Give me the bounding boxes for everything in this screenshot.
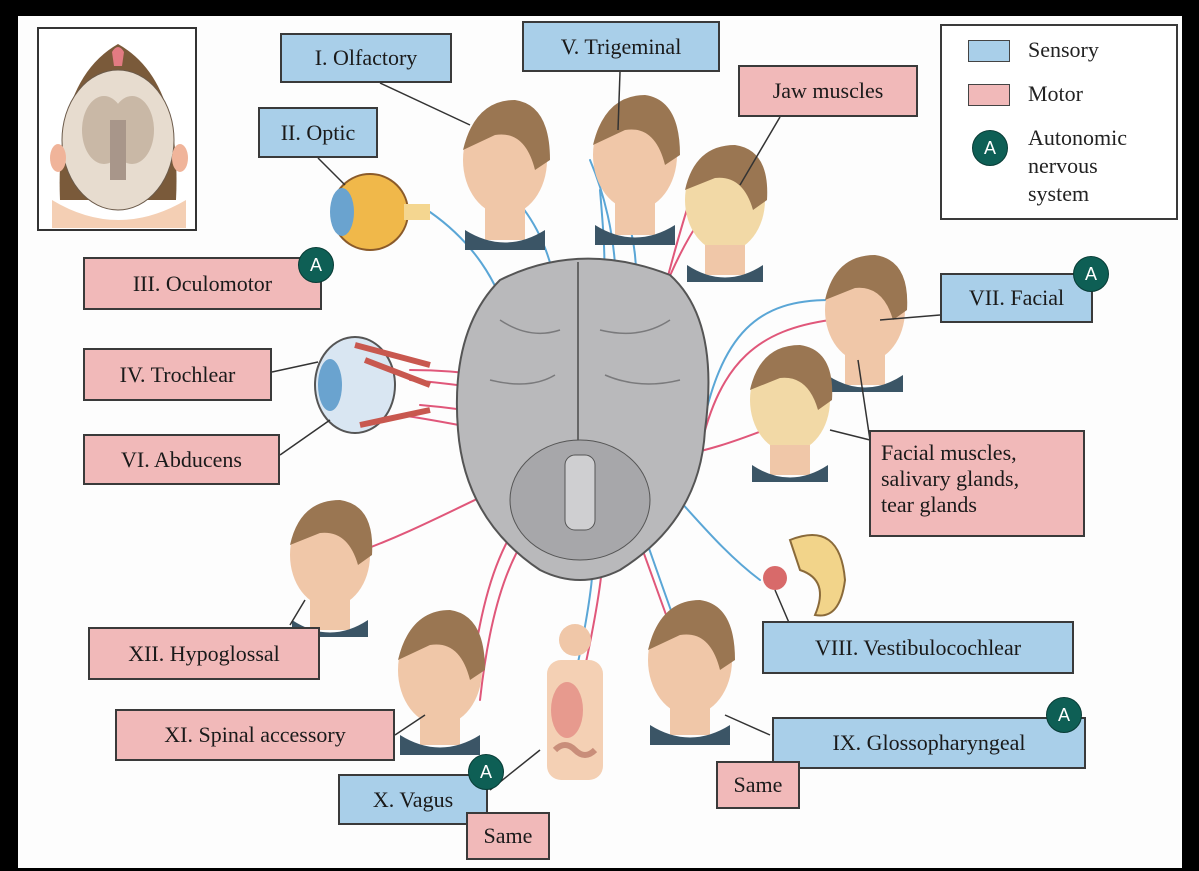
- eye-illustration-optic: [330, 174, 430, 250]
- brain-illustration: [457, 259, 709, 580]
- label-olfactory: I. Olfactory: [280, 33, 452, 83]
- label-abducens: VI. Abducens: [83, 434, 280, 485]
- label-trigeminal: V. Trigeminal: [522, 21, 720, 72]
- label-jaw-muscles: Jaw muscles: [738, 65, 918, 117]
- label-oculomotor: III. Oculomotor: [83, 257, 322, 310]
- autonomic-icon-oculomotor: A: [298, 247, 334, 283]
- legend-autonomic-label: Autonomic nervous system: [1028, 124, 1148, 208]
- label-facial: VII. Facial: [940, 273, 1093, 323]
- label-same-vagus: Same: [466, 812, 550, 860]
- ear-illustration: [763, 535, 845, 616]
- autonomic-icon-vagus: A: [468, 754, 504, 790]
- eye-illustration-muscles: [315, 337, 430, 433]
- label-optic: II. Optic: [258, 107, 378, 158]
- legend-sensory-label: Sensory: [1028, 36, 1099, 64]
- label-vestibulocochlear: VIII. Vestibulocochlear: [762, 621, 1074, 674]
- legend: Sensory Motor A Autonomic nervous system: [940, 24, 1178, 220]
- legend-motor-swatch: [968, 84, 1010, 106]
- autonomic-icon: A: [972, 130, 1008, 166]
- label-same-glossopharyngeal: Same: [716, 761, 800, 809]
- label-glossopharyngeal: IX. Glossopharyngeal: [772, 717, 1086, 769]
- autonomic-icon-glossopharyngeal: A: [1046, 697, 1082, 733]
- label-hypoglossal: XII. Hypoglossal: [88, 627, 320, 680]
- legend-motor-label: Motor: [1028, 80, 1083, 108]
- legend-sensory-swatch: [968, 40, 1010, 62]
- facial-targets-text: Facial muscles, salivary glands, tear gl…: [881, 440, 1019, 518]
- autonomic-icon-facial: A: [1073, 256, 1109, 292]
- inset-head-illustration: [38, 28, 196, 230]
- label-spinal-accessory: XI. Spinal accessory: [115, 709, 395, 761]
- label-trochlear: IV. Trochlear: [83, 348, 272, 401]
- label-facial-targets: Facial muscles, salivary glands, tear gl…: [869, 430, 1085, 537]
